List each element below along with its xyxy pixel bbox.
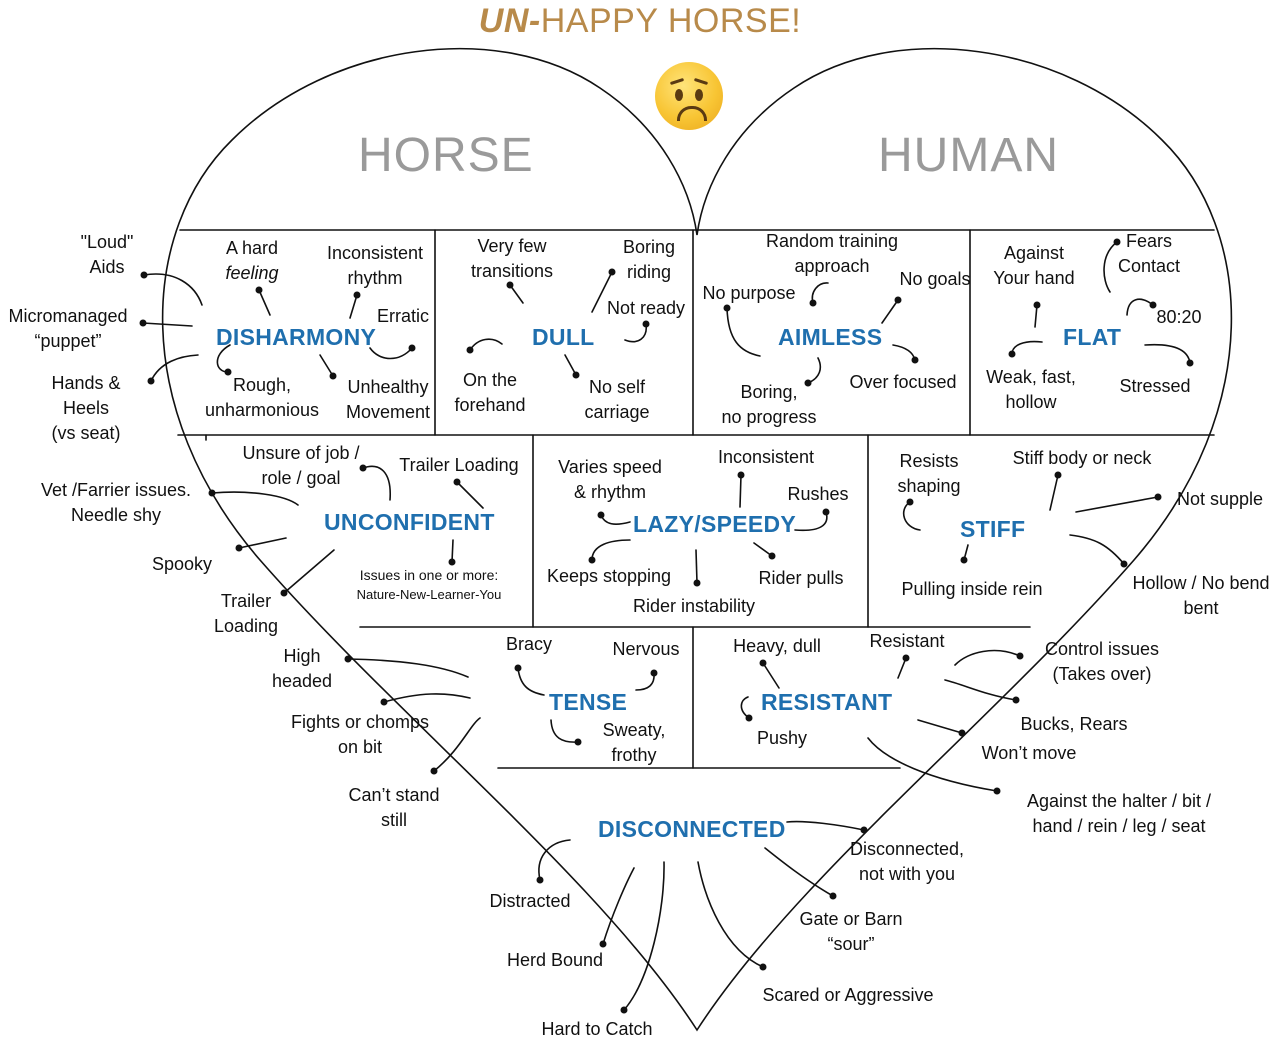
- item-varies-speed: Varies speed& rhythm: [558, 457, 662, 502]
- outside-spooky: Spooky: [151, 554, 213, 574]
- worried-face-icon: [655, 62, 723, 130]
- item-rider-pulls: Rider pulls: [758, 568, 844, 588]
- category-aimless: AIMLESS: [778, 324, 883, 350]
- item-no-purpose: No purpose: [702, 283, 796, 303]
- category-unconfident: UNCONFIDENT: [324, 509, 495, 535]
- outside-bucks-rears: Bucks, Rears: [1020, 714, 1128, 734]
- item-trailer-loading-inner: Trailer Loading: [399, 455, 519, 475]
- outside-loud-aids: "Loud"Aids: [80, 232, 134, 277]
- item-bracy: Bracy: [505, 634, 552, 654]
- item-heavy-dull: Heavy, dull: [733, 636, 821, 656]
- outside-control-issues: Control issues(Takes over): [1044, 639, 1160, 684]
- item-stiff-body-or-neck: Stiff body or neck: [1012, 448, 1152, 468]
- item-sweaty-frothy: Sweaty,frothy: [602, 720, 666, 765]
- category-dull: DULL: [532, 324, 595, 350]
- category-disharmony: DISHARMONY: [216, 324, 377, 350]
- category-stiff: STIFF: [960, 516, 1026, 542]
- category-tense: TENSE: [549, 689, 628, 715]
- outside-scared-or-aggressive: Scared or Aggressive: [762, 985, 934, 1005]
- heart-outline: [161, 47, 1233, 1032]
- outside-herd-bound: Herd Bound: [506, 950, 604, 970]
- outside-disconnected-not-with-you: Disconnected,not with you: [849, 839, 965, 884]
- outside-gate-or-barn-sour: Gate or Barn“sour”: [799, 909, 903, 954]
- page-title: UN-HAPPY HORSE!: [0, 2, 1280, 41]
- category-flat: FLAT: [1063, 324, 1122, 350]
- title-main: HAPPY HORSE!: [540, 2, 802, 40]
- item-rider-instability: Rider instability: [632, 596, 756, 616]
- category-resistant: RESISTANT: [761, 689, 893, 715]
- title-prefix: UN-: [478, 2, 541, 40]
- item-pushy: Pushy: [756, 728, 808, 748]
- item-rushes: Rushes: [787, 484, 849, 504]
- category-lazy-speedy: LAZY/SPEEDY: [633, 511, 797, 537]
- item-no-goals: No goals: [899, 269, 971, 289]
- side-label-human: HUMAN: [878, 129, 1059, 182]
- item-unsure-of-job: Unsure of job /role / goal: [242, 443, 360, 488]
- outside-not-supple: Not supple: [1176, 489, 1264, 509]
- item-weak-fast-hollow: Weak, fast,hollow: [986, 367, 1076, 412]
- outside-micromanaged-puppet: Micromanaged“puppet”: [8, 306, 128, 351]
- item-issues-in-one-or-more: Issues in one or more:Nature-New-Learner…: [356, 567, 502, 602]
- item-rough-unharmonious: Rough,unharmonious: [204, 375, 320, 420]
- outside-hard-to-catch: Hard to Catch: [541, 1019, 653, 1039]
- side-label-horse: HORSE: [358, 129, 534, 182]
- outside-hands-heels: Hands &Heels(vs seat): [51, 373, 121, 443]
- item-resistant: Resistant: [869, 631, 945, 651]
- outside-against-the-halter: Against the halter / bit /hand / rein / …: [1026, 791, 1212, 836]
- item-inconsistent: Inconsistent: [717, 447, 815, 467]
- item-erratic: Erratic: [376, 306, 429, 326]
- outside-distracted: Distracted: [489, 891, 571, 911]
- item-stressed: Stressed: [1119, 376, 1191, 396]
- item-boring-no-progress: Boring,no progress: [721, 382, 817, 427]
- item-over-focused: Over focused: [849, 372, 957, 392]
- outside-vet-farrier: Vet /Farrier issues.Needle shy: [40, 480, 192, 525]
- item-nervous: Nervous: [612, 639, 680, 659]
- item-pulling-inside-rein: Pulling inside rein: [901, 579, 1043, 599]
- category-disconnected: DISCONNECTED: [598, 816, 786, 842]
- item-keeps-stopping: Keeps stopping: [546, 566, 672, 586]
- item-80-20: 80:20: [1156, 307, 1202, 327]
- outside-wont-move: Won’t move: [981, 743, 1077, 763]
- item-not-ready: Not ready: [606, 298, 686, 318]
